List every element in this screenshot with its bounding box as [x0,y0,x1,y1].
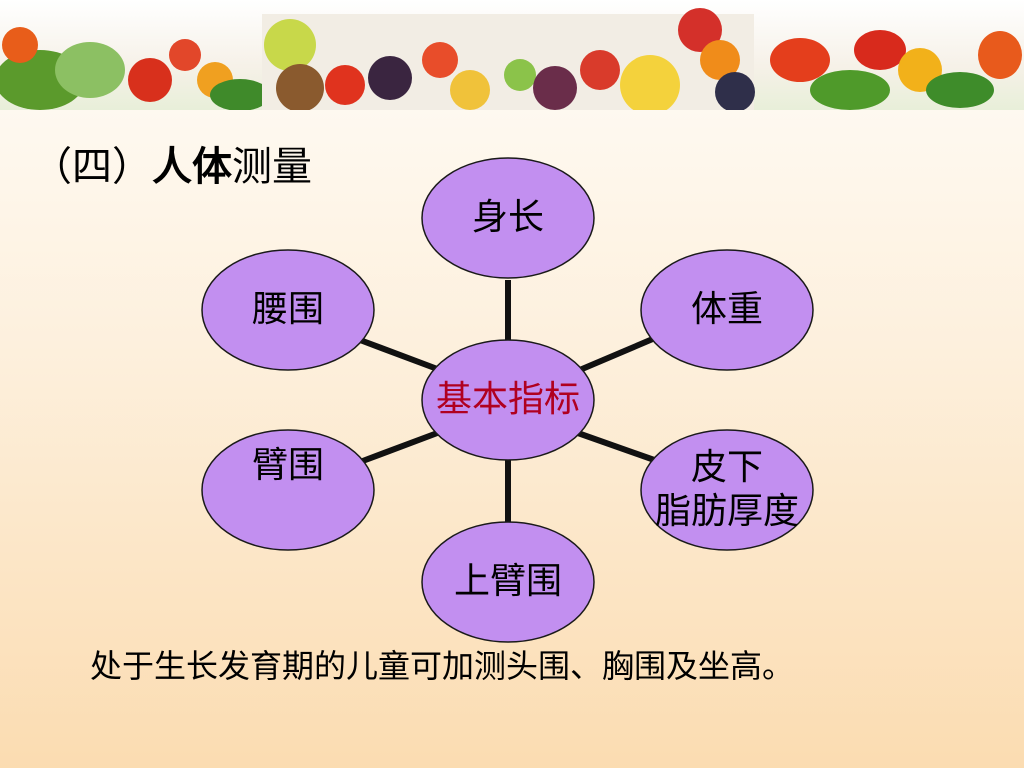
node-ellipse-bottom-left [201,429,375,551]
center-ellipse [421,339,595,461]
node-label: 体重 [690,289,763,330]
page-title: （四）人体测量 [32,142,312,192]
node-weight: 体重 [641,250,813,370]
fruit-vegetable-banner [0,0,1024,110]
node-ellipse-bottom [421,521,595,643]
connector-bottom-right [574,429,661,465]
node-waist-circumference: 腰围 [202,250,374,370]
node-hip-circumference: 臂围 [202,434,374,498]
center-label: 基本指标 [435,379,580,420]
node-label: 身长 [471,197,544,238]
title-bold: 人体 [152,144,232,190]
title-prefix: （四） [32,144,152,190]
title-rest: 测量 [232,144,312,190]
node-height: 身长 [422,158,594,278]
node-ellipse-bottom-right [640,429,814,551]
connector-top-left [358,337,442,373]
footer-note: 处于生长发育期的儿童可加测头围、胸围及坐高。 [90,647,795,685]
node-ellipse-top-left [201,249,375,371]
connector-top-right [573,335,657,375]
center-node: 基本指标 [412,340,604,460]
node-upper-arm-circumference: 上臂围 [422,522,594,642]
produce-illustration [0,8,1022,110]
connector-bottom-left [358,429,442,465]
node-label: 上臂围 [453,561,562,602]
node-ellipse-top [421,157,595,279]
node-skinfold-thickness: 皮下 脂肪厚度 [627,436,827,544]
node-label: 腰围 [251,289,324,330]
node-label: 皮下 脂肪厚度 [654,447,799,532]
node-ellipse-top-right [640,249,814,371]
node-label: 臂围 [251,445,324,486]
